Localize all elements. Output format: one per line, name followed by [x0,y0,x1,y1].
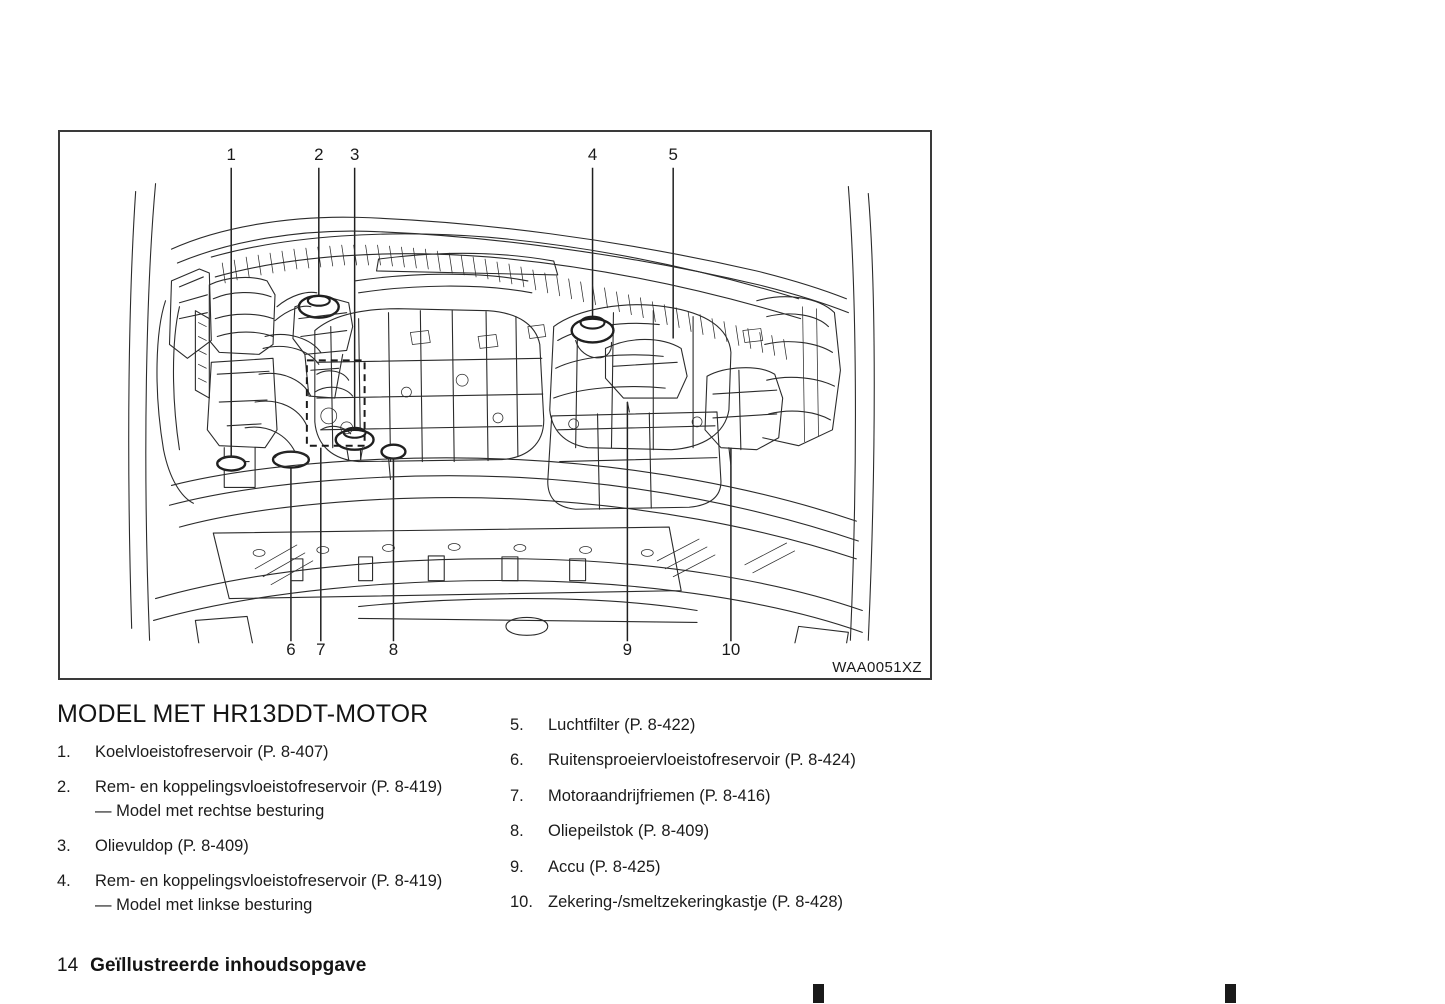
callout-numbers-top: 1 2 3 4 5 [227,145,678,164]
list-item-number: 4. [57,872,71,891]
callout-6: 6 [286,640,295,659]
page-title: MODEL MET HR13DDT-MOTOR [57,700,429,728]
list-item-label: Luchtfilter (P. 8-422) [548,716,696,734]
list-item-sublabel: — Model met linkse besturing [95,895,313,914]
footer-page-number: 14 [57,955,79,976]
dashed-highlight-box [305,359,366,447]
figure-code-label: WAA0051XZ [826,658,926,676]
callout-8: 8 [389,640,398,659]
engine-compartment-diagram: .ln { fill:none; stroke:#2b2b2b; stroke-… [128,145,875,659]
list-item: 8. Oliepeilstok (P. 8-409) [510,820,960,843]
list-item-label: Rem- en koppelingsvloeistofreservoir (P.… [95,872,443,891]
list-item: 1. Koelvloeistofreservoir (P. 8-407) [57,741,497,764]
list-item: 5. Luchtfilter (P. 8-422) [510,714,960,737]
registration-mark-right [1225,984,1236,1003]
callout-1: 1 [227,145,236,164]
list-item-number: 7. [510,786,524,805]
left-column: MODEL MET HR13DDT-MOTOR 1. Koelvloeistof… [57,700,497,929]
list-item-label: Ruitensproeiervloeistofreservoir (P. 8-4… [548,751,856,770]
engine-bay-linework [128,183,875,644]
list-item-sublabel: — Model met rechtse besturing [95,801,325,820]
legend-list-left: 1. Koelvloeistofreservoir (P. 8-407) 2. … [57,741,497,918]
legend-list-right: 5. Luchtfilter (P. 8-422) 6. Ruitensproe… [510,714,960,915]
list-item-label: Olievuldop (P. 8-409) [95,837,249,856]
list-item-label: Motoraandrijfriemen (P. 8-416) [548,786,771,805]
list-item: 9. Accu (P. 8-425) [510,856,960,879]
list-item: 2. Rem- en koppelingsvloeistofreservoir … [57,776,497,823]
callout-5: 5 [668,145,677,164]
list-item-number: 1. [57,742,71,761]
callout-4: 4 [588,145,597,164]
list-item: 3. Olievuldop (P. 8-409) [57,835,497,858]
list-item-label: Zekering-/smeltzekeringkastje (P. 8-428) [548,893,843,912]
footer-section-title: Geïllustreerde inhoudsopgave [90,955,367,976]
list-item: 7. Motoraandrijfriemen (P. 8-416) [510,785,960,808]
list-item: 6. Ruitensproeiervloeistofreservoir (P. … [510,749,960,772]
callout-7: 7 [316,640,325,659]
list-item-label: Accu (P. 8-425) [548,857,661,876]
right-column: 5. Luchtfilter (P. 8-422) 6. Ruitensproe… [510,714,960,927]
list-item-label: Rem- en koppelingsvloeistofreservoir (P.… [95,778,443,797]
figure-panel: .ln { fill:none; stroke:#2b2b2b; stroke-… [58,130,932,680]
list-item-number: 2. [57,778,71,797]
registration-mark-left [813,984,824,1003]
list-item: 10. Zekering-/smeltzekeringkastje (P. 8-… [510,891,960,914]
callout-10: 10 [722,640,741,659]
page-footer: 14 Geïllustreerde inhoudsopgave [57,955,366,977]
callout-9: 9 [623,640,632,659]
list-item-label: Koelvloeistofreservoir (P. 8-407) [95,742,329,761]
list-item-number: 6. [510,751,524,770]
list-item-number: 5. [510,716,524,734]
list-item-label: Oliepeilstok (P. 8-409) [548,822,710,841]
list-item-number: 8. [510,822,524,841]
list-item-number: 9. [510,857,524,876]
list-item-number: 10. [510,893,533,912]
callout-3: 3 [350,145,359,164]
list-item-number: 3. [57,837,71,856]
list-item: 4. Rem- en koppelingsvloeistofreservoir … [57,870,497,917]
leader-lines-bottom [290,402,732,642]
callout-2: 2 [314,145,323,164]
callout-numbers-bottom: 6 7 8 9 10 [286,640,740,659]
